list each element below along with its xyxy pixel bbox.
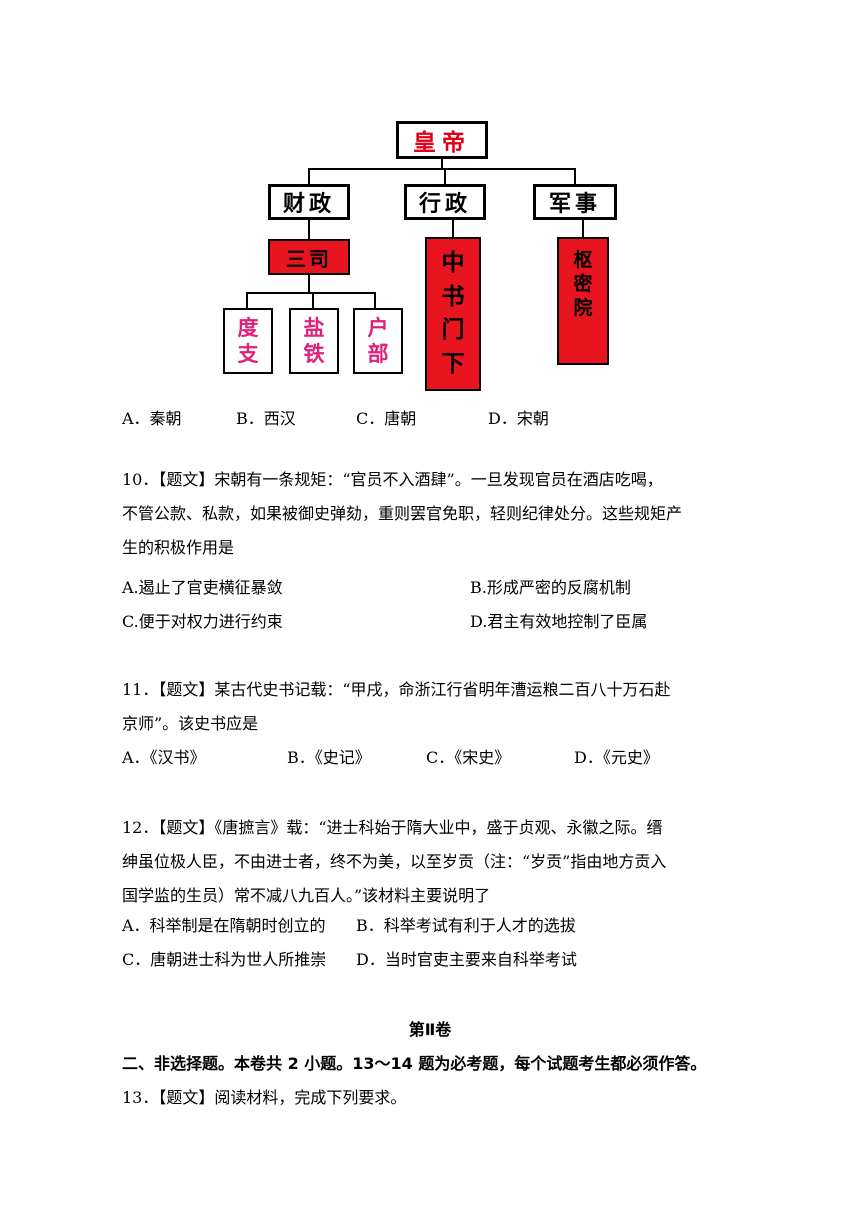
connector-line [574, 168, 576, 184]
option-b: B．西汉 [236, 409, 296, 428]
connector-line [441, 159, 443, 169]
section-note: 二、非选择题。本卷共 2 小题。13～14 题为必考题，每个试题考生都必须作答。 [122, 1054, 707, 1073]
q11-option-d: D．《元史》 [574, 748, 659, 767]
question-line: 12．【题文】《唐摭言》载：“进士科始于隋大业中，盛于贞观、永徽之际。缙 [122, 818, 663, 837]
duzhi-box: 度 支 [223, 308, 273, 374]
connector-line [582, 220, 584, 238]
administration-box: 行政 [404, 184, 486, 220]
hubu-char: 部 [367, 341, 389, 366]
question-line: 不管公款、私款，如果被御史弹劾，重则罢官免职，轻则纪律处分。这些规矩产 [122, 504, 683, 523]
shumi-char: 枢 [573, 249, 593, 271]
duzhi-char: 支 [237, 341, 259, 366]
shumi-char: 院 [573, 296, 593, 319]
q10-option-b: B.形成严密的反腐机制 [470, 578, 631, 597]
question-line: 10．【题文】宋朝有一条规矩：“官员不入酒肆”。一旦发现官员在酒店吃喝， [122, 470, 663, 489]
sansi-box: 三司 [268, 239, 350, 275]
zhongshu-char: 书 [441, 282, 465, 310]
section-title: 第Ⅱ卷 [408, 1020, 452, 1039]
q10-option-a: A.遏止了官吏横征暴敛 [122, 578, 283, 597]
option-c: C．唐朝 [356, 409, 417, 428]
question-13: 13．【题文】阅读材料，完成下列要求。 [122, 1088, 407, 1107]
zhongshu-char: 下 [441, 349, 465, 377]
connector-line [246, 292, 376, 294]
connector-line [444, 168, 446, 184]
yantie-char: 铁 [303, 341, 325, 366]
q11-option-c: C．《宋史》 [426, 748, 511, 767]
q10-option-d: D.君主有效地控制了臣属 [470, 612, 648, 631]
question-line: 京师”。该史书应是 [122, 714, 259, 733]
duzhi-char: 度 [237, 314, 259, 340]
yantie-box: 盐 铁 [289, 308, 339, 374]
connector-line [308, 168, 576, 170]
question-12: 12．【题文】《唐摭言》载：“进士科始于隋大业中，盛于贞观、永徽之际。缙 绅虽位… [122, 811, 732, 913]
shumi-char: 密 [573, 272, 593, 295]
connector-line [308, 220, 310, 240]
connector-line [246, 292, 248, 308]
emperor-box: 皇帝 [396, 121, 488, 159]
zhongshu-char: 门 [441, 316, 465, 344]
connector-line [308, 275, 310, 293]
military-box: 军事 [533, 184, 617, 220]
zhongshu-char: 中 [441, 249, 465, 277]
yantie-char: 盐 [303, 314, 325, 340]
option-a: A．秦朝 [122, 409, 182, 428]
q12-option-b: B．科举考试有利于人才的选拔 [356, 916, 576, 935]
hubu-box: 户 部 [353, 308, 403, 374]
q11-option-b: B．《史记》 [287, 748, 371, 767]
option-d: D．宋朝 [488, 409, 549, 428]
government-structure-diagram: 皇帝 财政 行政 军事 三司 度 支 盐 铁 户 部 中 书 门 下 枢 密 院 [0, 0, 860, 400]
connector-line [308, 168, 310, 184]
question-line: 11．【题文】某古代史书记载：“甲戌，命浙江行省明年漕运粮二百八十万石赴 [122, 680, 671, 699]
question-10: 10．【题文】宋朝有一条规矩：“官员不入酒肆”。一旦发现官员在酒店吃喝， 不管公… [122, 463, 732, 565]
hubu-char: 户 [367, 314, 389, 340]
connector-line [374, 292, 376, 308]
finance-box: 财政 [268, 184, 350, 220]
q10-option-c: C.便于对权力进行约束 [122, 612, 283, 631]
shumiyuan-box: 枢 密 院 [557, 237, 609, 365]
connector-line [312, 292, 314, 308]
q11-option-a: A．《汉书》 [122, 748, 206, 767]
question-line: 生的积极作用是 [122, 538, 235, 557]
q12-option-d: D．当时官吏主要来自科举考试 [356, 950, 577, 969]
question-line: 绅虽位极人臣，不由进士者，终不为美，以至岁贡（注：“岁贡”指由地方贡入 [122, 852, 667, 871]
question-11: 11．【题文】某古代史书记载：“甲戌，命浙江行省明年漕运粮二百八十万石赴 京师”… [122, 673, 732, 741]
q12-option-a: A．科举制是在隋朝时创立的 [122, 916, 326, 935]
zhongshu-menxia-box: 中 书 门 下 [425, 237, 481, 391]
connector-line [452, 220, 454, 238]
question-line: 国学监的生员）常不减八九百人。”该材料主要说明了 [122, 886, 491, 905]
q12-option-c: C．唐朝进士科为世人所推崇 [122, 950, 327, 969]
